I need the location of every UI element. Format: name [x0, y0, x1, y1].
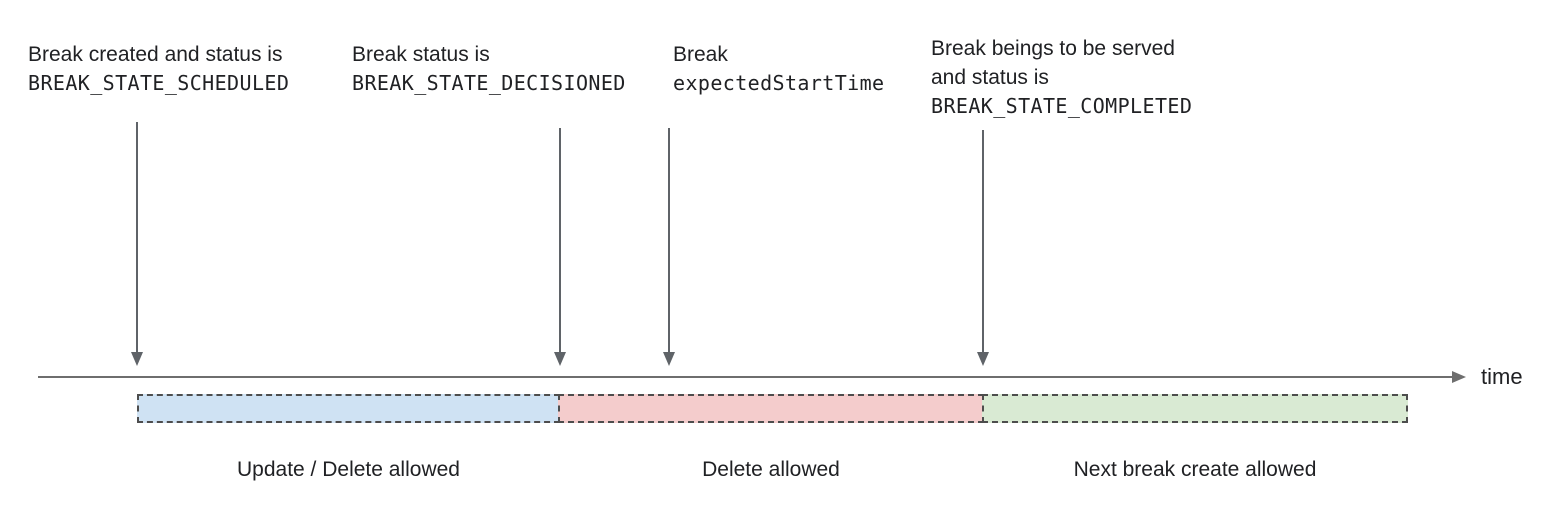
- event-arrow-4: [977, 130, 989, 366]
- arrow-line: [136, 122, 138, 352]
- segment-label-update-delete: Update / Delete allowed: [237, 458, 460, 481]
- annotation-code: BREAK_STATE_DECISIONED: [352, 71, 626, 95]
- time-axis-label: time: [1481, 364, 1523, 389]
- segment-next-break: [982, 394, 1408, 423]
- annotation-text: Break beings to be served: [931, 37, 1175, 60]
- annotation-text: Break created and status is: [28, 43, 283, 66]
- annotation-expected-start-time: Break expectedStartTime: [673, 40, 885, 98]
- event-arrow-3: [663, 128, 675, 366]
- down-arrow-icon: [663, 352, 675, 366]
- event-arrow-1: [131, 122, 143, 366]
- segment-delete: [558, 394, 984, 423]
- annotation-break-decisioned: Break status is BREAK_STATE_DECISIONED: [352, 40, 626, 98]
- annotation-code: expectedStartTime: [673, 71, 885, 95]
- segment-label-next-break: Next break create allowed: [1073, 458, 1317, 481]
- right-arrow-icon: [1452, 371, 1466, 383]
- event-arrow-2: [554, 128, 566, 366]
- arrow-line: [559, 128, 561, 352]
- annotation-text: and status is: [931, 66, 1049, 89]
- annotation-break-scheduled: Break created and status is BREAK_STATE_…: [28, 40, 289, 98]
- annotation-code: BREAK_STATE_SCHEDULED: [28, 71, 290, 95]
- annotation-text: Break: [673, 43, 728, 66]
- annotation-text: Break status is: [352, 43, 490, 66]
- down-arrow-icon: [977, 352, 989, 366]
- arrow-line: [982, 130, 984, 352]
- segment-label-delete: Delete allowed: [702, 458, 840, 481]
- segment-update-delete: [137, 394, 560, 423]
- down-arrow-icon: [554, 352, 566, 366]
- arrow-line: [668, 128, 670, 352]
- annotation-code: BREAK_STATE_COMPLETED: [931, 94, 1193, 118]
- down-arrow-icon: [131, 352, 143, 366]
- annotation-break-completed: Break beings to be served and status is …: [931, 34, 1192, 121]
- time-axis: [38, 376, 1452, 378]
